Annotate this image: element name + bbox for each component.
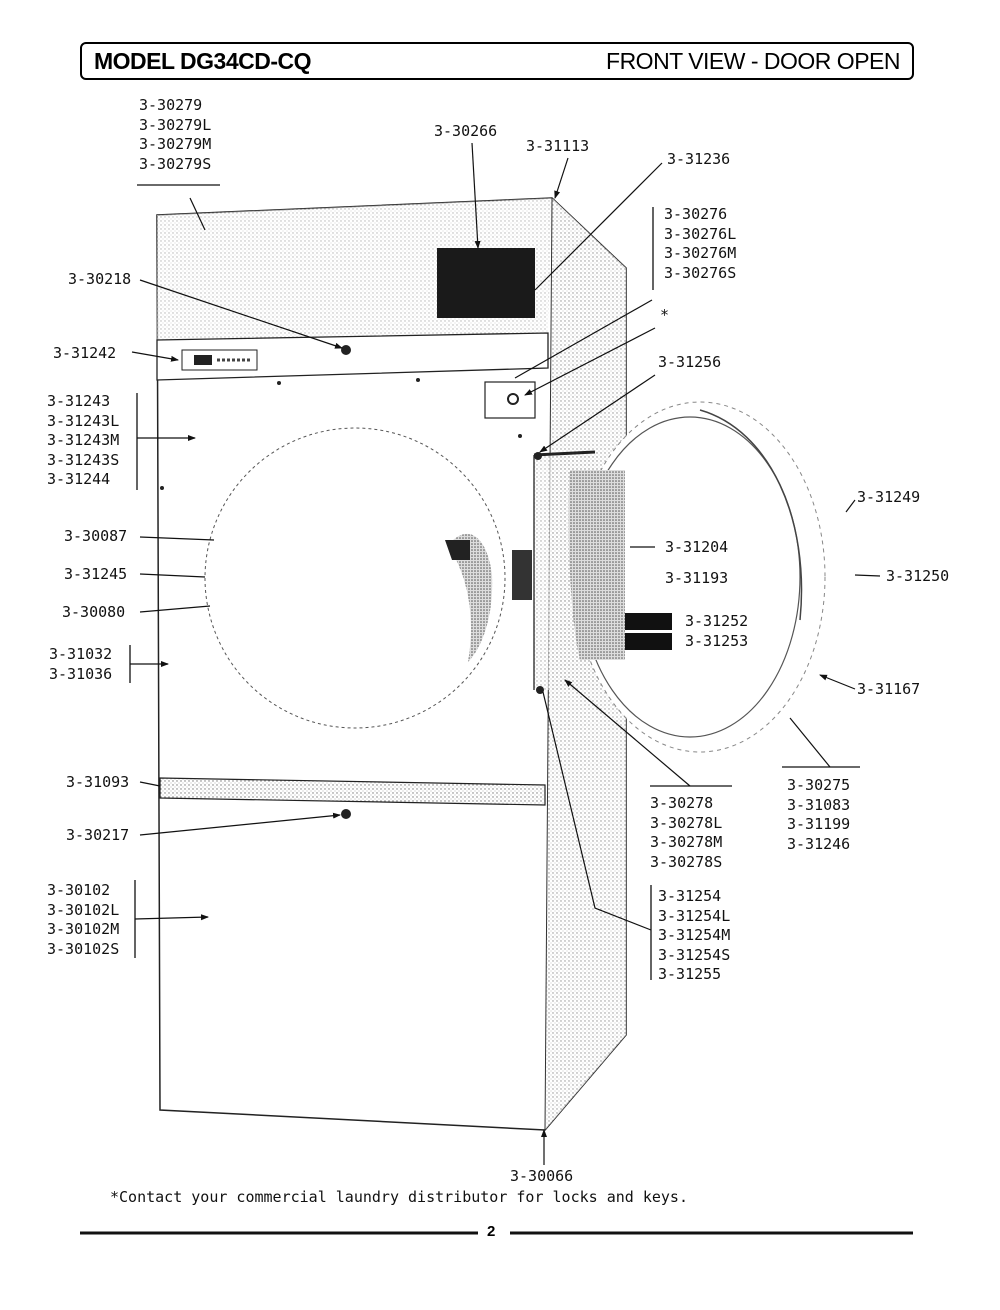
label-door-gasket: 3-31193	[665, 569, 729, 587]
door-label-b	[625, 633, 672, 650]
footnote: *Contact your commercial laundry distrib…	[110, 1188, 688, 1206]
view-title: FRONT VIEW - DOOR OPEN	[606, 48, 900, 74]
label-door-opening: 3-31245	[64, 565, 128, 583]
label-hinge: 3-31256	[658, 353, 722, 371]
bottom-screw	[341, 809, 351, 819]
door-label-a	[625, 613, 672, 630]
label-lint-trim: 3-31093	[66, 773, 130, 791]
label-screw-bottom: 3-30217	[66, 826, 130, 844]
control-display-window	[437, 248, 535, 318]
door-opening-outline	[204, 427, 506, 729]
label-door-liner-a: 3-31252	[685, 612, 749, 630]
nameplate-logo	[194, 355, 212, 365]
lock-cylinder	[507, 393, 519, 405]
top-screw	[341, 345, 351, 355]
label-door-glass: 3-31204	[665, 538, 729, 556]
drum-interior-shade	[448, 533, 493, 662]
label-lock: *	[660, 306, 670, 324]
label-base: 3-30066	[510, 1167, 574, 1185]
label-nameplate: 3-31242	[53, 344, 117, 362]
hinge-block	[512, 550, 532, 600]
label-control-window: 3-30266	[434, 122, 498, 140]
label-door-seal: 3-30087	[64, 527, 128, 545]
label-door-rim: 3-31167	[857, 680, 921, 698]
label-window-glass: 3-31236	[667, 150, 731, 168]
page-header-box: MODEL DG34CD-CQ FRONT VIEW - DOOR OPEN	[80, 42, 914, 80]
page-number: 2	[487, 1223, 496, 1240]
label-screw-top: 3-30218	[68, 270, 132, 288]
label-door-frame: 3-30080	[62, 603, 126, 621]
open-door	[568, 401, 826, 753]
model-title: MODEL DG34CD-CQ	[94, 48, 312, 74]
label-top-corner: 3-31113	[526, 137, 590, 155]
label-door-ring: 3-31249	[857, 488, 921, 506]
label-door-outer: 3-31250	[886, 567, 950, 585]
label-door-liner-b: 3-31253	[685, 632, 749, 650]
lint-trim-strip	[159, 777, 546, 806]
